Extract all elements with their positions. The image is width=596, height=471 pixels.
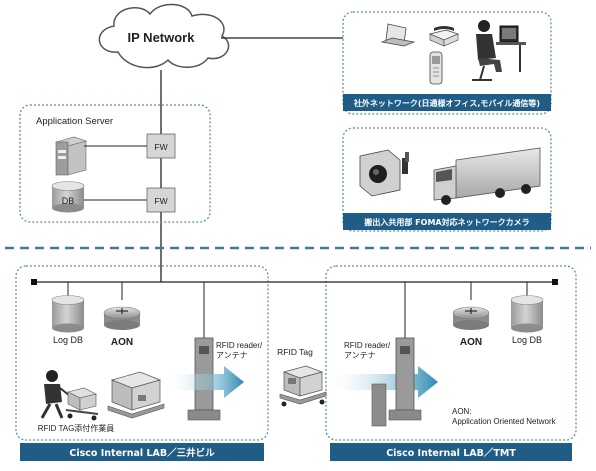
aon-router-right-icon xyxy=(452,306,490,330)
application-server-zone: Application Server DB FW FW xyxy=(19,104,211,223)
rfid-tag-label: RFID Tag xyxy=(277,347,313,357)
rfid-tag-pallet-icon xyxy=(279,365,327,407)
external-network-zone: 社外ネットワーク(日通様オフィス,モバイル通信等) xyxy=(342,11,552,115)
lan-backbone xyxy=(31,279,558,285)
truck-icon xyxy=(433,147,541,205)
worker-with-cart-icon xyxy=(40,370,99,421)
log-db-right-icon xyxy=(510,295,544,333)
firewall-2: FW xyxy=(146,187,176,213)
network-camera-icon xyxy=(359,149,409,197)
lab-right-title: Cisco Internal LAB／TMT xyxy=(386,447,516,459)
log-db-left-icon xyxy=(51,295,85,333)
pallet-box-left-icon xyxy=(107,371,165,419)
drop-lines xyxy=(67,282,528,338)
log-db-left-label: Log DB xyxy=(53,335,83,345)
office-worker-icon xyxy=(472,20,526,81)
aon-router-left-icon xyxy=(103,306,141,330)
worker-label: RFID TAG添付作業員 xyxy=(38,423,115,433)
server-icon xyxy=(54,136,88,176)
external-network-caption: 社外ネットワーク(日通様オフィス,モバイル通信等) xyxy=(353,98,540,108)
network-links xyxy=(160,37,343,282)
rfid-reader-right-icon xyxy=(388,337,422,421)
log-db-right-label: Log DB xyxy=(512,335,542,345)
fw2-label: FW xyxy=(154,196,167,206)
rfid-reader-right-pole-icon xyxy=(371,383,387,427)
aon-note-line1: AON: xyxy=(452,407,472,416)
rfid-reader-left-line1: RFID reader/ xyxy=(216,341,263,350)
firewall-1: FW xyxy=(146,133,176,159)
application-server-title: Application Server xyxy=(36,116,113,127)
rfid-reader-right-line2: アンテナ xyxy=(344,351,376,360)
lab-right-zone xyxy=(325,265,577,441)
desk-phone-icon xyxy=(428,26,460,47)
rfid-reader-left-line2: アンテナ xyxy=(216,351,248,360)
mobile-phone-icon xyxy=(429,51,443,85)
lab-left-zone xyxy=(15,265,269,441)
aon-left-label: AON xyxy=(111,337,133,348)
db-cylinder-icon: DB xyxy=(51,181,85,213)
camera-caption: 搬出入共用部 FOMA対応ネットワークカメラ xyxy=(364,217,529,227)
ip-network-cloud: IP Network xyxy=(98,3,230,69)
db-label: DB xyxy=(62,196,75,206)
cloud-label: IP Network xyxy=(128,30,196,45)
lab-left-title: Cisco Internal LAB／三井ビル xyxy=(69,447,215,459)
flow-arrow-left xyxy=(170,366,244,398)
laptop-icon xyxy=(380,23,416,47)
camera-zone: 搬出入共用部 FOMA対応ネットワークカメラ xyxy=(342,127,552,232)
fw1-label: FW xyxy=(154,142,167,152)
rfid-reader-right-line1: RFID reader/ xyxy=(344,341,391,350)
aon-right-label: AON xyxy=(460,337,482,348)
aon-note-line2: Application Oriented Network xyxy=(452,417,557,426)
